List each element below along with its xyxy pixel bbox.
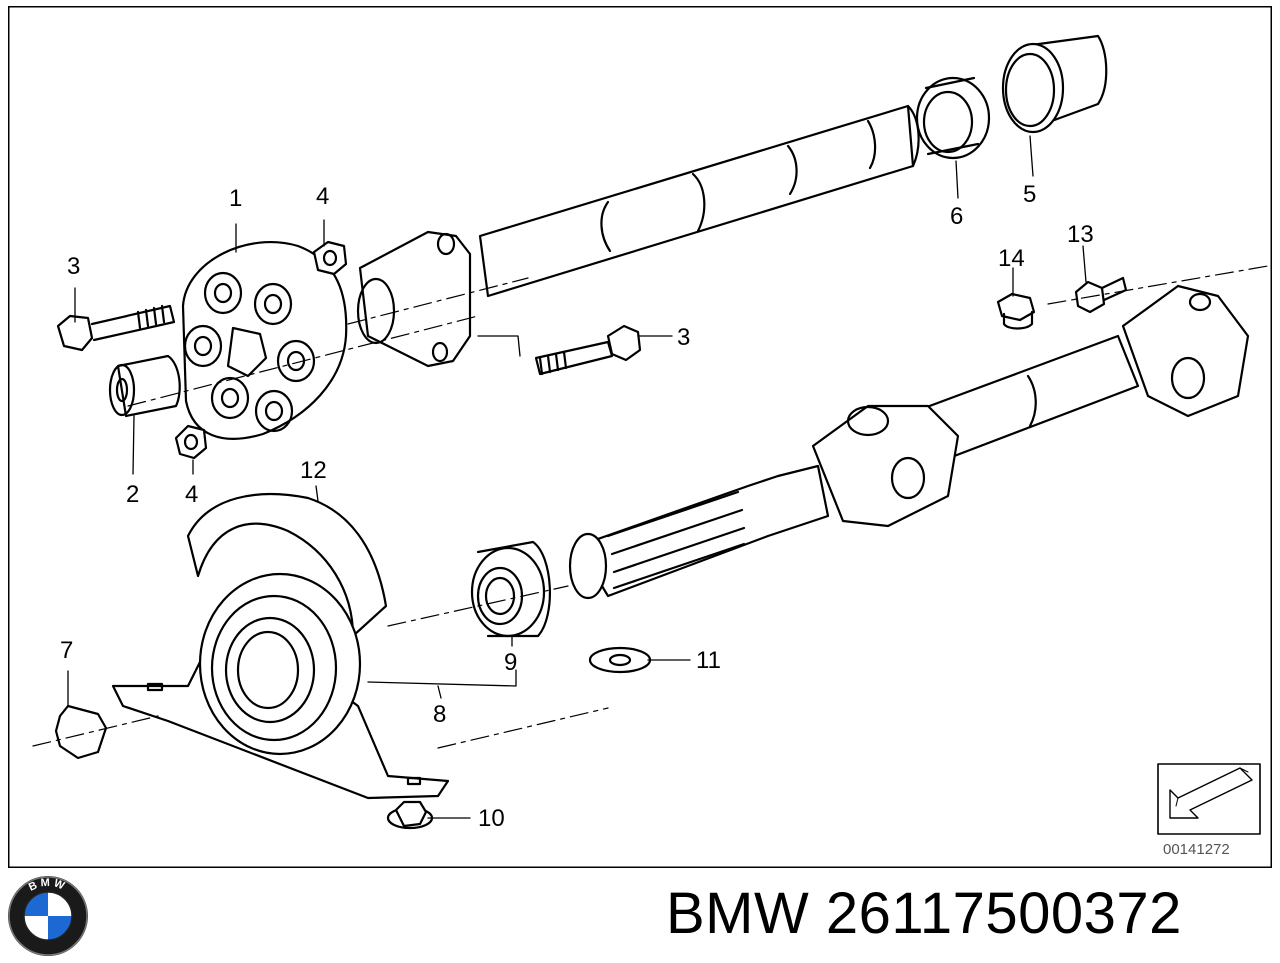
nut-bottom: [174, 424, 208, 460]
center-bearing-8: [111, 572, 450, 800]
shield-12: [186, 493, 388, 638]
washer-11: [588, 646, 652, 674]
callout-6: 6: [950, 203, 963, 230]
callout-8: 8: [433, 701, 446, 728]
callout-3-left: 3: [67, 253, 80, 280]
callout-4-bottom: 4: [185, 481, 198, 508]
nut-10: [386, 800, 434, 830]
cap-5: [1001, 34, 1108, 134]
leader-lines: [67, 135, 1087, 819]
clip-7: [54, 704, 108, 760]
callout-12: 12: [300, 457, 327, 484]
callout-10: 10: [478, 805, 505, 832]
bearing-9: [470, 540, 552, 638]
bmw-logo: BMW: [4, 870, 92, 958]
sleeve: [108, 354, 181, 418]
ring-6: [915, 76, 991, 160]
callout-1: 1: [229, 185, 242, 212]
callout-11: 11: [696, 647, 721, 674]
callout-2: 2: [126, 481, 139, 508]
direction-arrow-box: [1157, 763, 1261, 835]
flex-disc: [181, 241, 348, 440]
nut-top: [312, 240, 348, 276]
upper-propeller-shaft: [356, 104, 920, 368]
callout-9: 9: [504, 649, 517, 676]
callout-4-top: 4: [316, 183, 329, 210]
callout-14: 14: [998, 245, 1025, 272]
callout-5: 5: [1023, 181, 1036, 208]
lower-propeller-shaft: [568, 284, 1250, 600]
callout-labels: 1 2 3 3 4 4 5 6 7 8 9 10 11 12 13 14: [60, 181, 1094, 832]
callout-3-right: 3: [677, 324, 690, 351]
bolt-right: [534, 324, 642, 376]
callout-13: 13: [1067, 221, 1094, 248]
screw-14: [996, 292, 1036, 330]
drawing-id: 00141272: [1163, 841, 1230, 858]
part-number-title: BMW 26117500372: [666, 881, 1182, 946]
bolt-left: [56, 304, 176, 352]
parts-diagram: 1 2 3 3 4 4 5 6 7 8 9 10 11 12 13 14 001…: [8, 6, 1272, 868]
callout-7: 7: [60, 637, 73, 664]
center-lines: [32, 265, 1269, 749]
svg-text:BMW: BMW: [27, 877, 69, 894]
